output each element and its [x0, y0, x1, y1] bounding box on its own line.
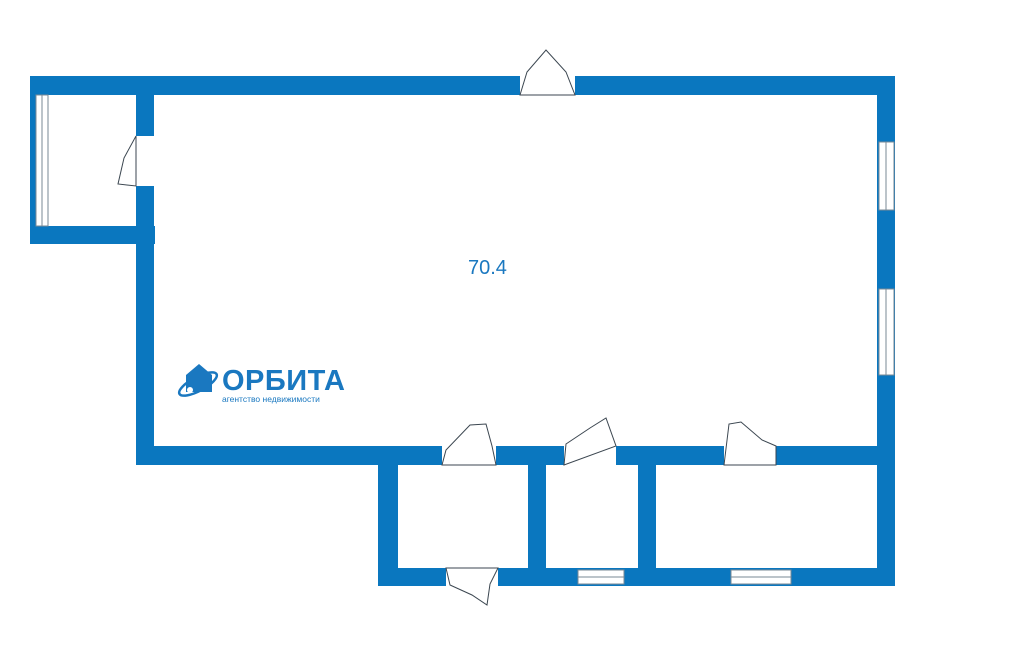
- wall-lower-bottom-1: [378, 568, 446, 586]
- wall-hall-bottom-3: [616, 446, 724, 465]
- room-area-label: 70.4: [468, 257, 507, 279]
- logo: ОРБИТА агентство недвижимости: [177, 364, 345, 404]
- wall-top-left: [30, 76, 520, 95]
- wall-lower-bottom-2: [498, 568, 895, 586]
- wall-hall-bottom-4: [776, 446, 895, 465]
- wall-lower-partition-2: [638, 446, 656, 586]
- door-bottom-exterior: [445, 567, 499, 606]
- logo-name: ОРБИТА: [222, 365, 345, 397]
- orbit-house-icon: [177, 364, 219, 397]
- door-left-room: [117, 135, 137, 187]
- door-top-entrance: [519, 49, 576, 96]
- door-lower-right: [723, 421, 777, 466]
- walls: [30, 76, 895, 586]
- door-lower-left-double: [441, 423, 497, 466]
- windows: [35, 94, 895, 585]
- wall-hall-bottom-1: [136, 446, 442, 465]
- door-lower-middle: [563, 417, 617, 466]
- wall-lower-partition-1: [528, 446, 546, 586]
- wall-top-right: [575, 76, 895, 95]
- logo-tagline: агентство недвижимости: [222, 394, 320, 404]
- doors: [117, 49, 777, 606]
- wall-partition-lower: [136, 186, 154, 465]
- wall-left-room-bottom: [30, 226, 155, 244]
- wall-partition-upper: [136, 76, 154, 136]
- wall-lower-left: [378, 446, 398, 586]
